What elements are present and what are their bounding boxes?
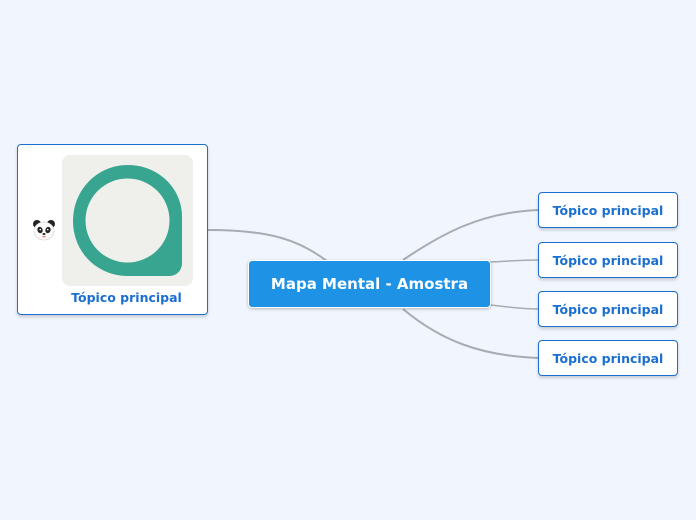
connector-right-1 [402,209,540,261]
chat-bubble-logo-icon [73,165,182,276]
central-topic-label: Mapa Mental - Amostra [270,275,469,293]
connector-right-4 [402,308,540,359]
connector-right-3 [489,304,540,310]
right-topic-label: Tópico principal [552,252,664,268]
right-topic-3[interactable]: Tópico principal [538,291,678,327]
connector-left [207,229,329,263]
left-topic-label: Tópico principal [71,290,182,305]
panda-icon [33,220,55,241]
right-topic-label: Tópico principal [552,350,664,366]
left-main-topic[interactable]: Tópico principal [17,144,208,315]
central-topic[interactable]: Mapa Mental - Amostra [248,260,491,308]
right-topic-4[interactable]: Tópico principal [538,340,678,376]
connector-right-2 [489,259,540,263]
right-topic-1[interactable]: Tópico principal [538,192,678,228]
right-topic-label: Tópico principal [552,202,664,218]
right-topic-2[interactable]: Tópico principal [538,242,678,278]
topic-image [62,155,193,286]
right-topic-label: Tópico principal [552,301,664,317]
